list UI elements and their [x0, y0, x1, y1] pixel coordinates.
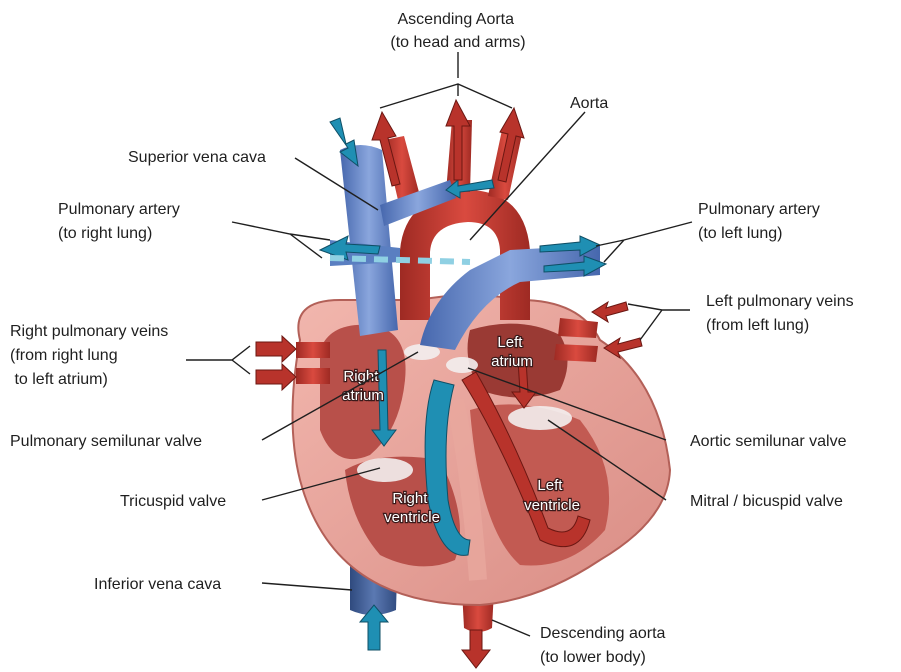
label-mitral-valve: Mitral / bicuspid valve	[690, 493, 843, 510]
label-aorta: Aorta	[570, 95, 608, 112]
leader-ascending-aorta	[380, 52, 512, 108]
label-superior-vena-cava: Superior vena cava	[128, 149, 266, 166]
leader-descending-aorta	[492, 620, 530, 636]
left-pulmonary-vein-upper	[558, 318, 598, 338]
label-pulmonary-artery-left: Pulmonary artery (to left lung)	[698, 201, 824, 242]
right-pulmonary-vein-lower	[296, 368, 330, 384]
label-pulmonary-artery-right: Pulmonary artery (to right lung)	[58, 201, 184, 242]
leader-left-pulmonary-veins	[628, 304, 690, 340]
label-ascending-aorta: Ascending Aorta (to head and arms)	[390, 11, 525, 51]
label-inferior-vena-cava: Inferior vena cava	[94, 576, 221, 593]
right-pulmonary-vein-upper	[296, 342, 330, 358]
leader-aorta	[470, 112, 585, 240]
label-tricuspid-valve: Tricuspid valve	[120, 493, 226, 510]
flow-arrow-rpv-2	[256, 364, 296, 390]
flow-arrow-rpv-1	[256, 336, 296, 362]
leader-inferior-vena-cava	[262, 583, 352, 590]
label-left-pulmonary-veins: Left pulmonary veins (from left lung)	[706, 293, 858, 334]
mitral-valve-shape	[508, 406, 572, 430]
label-descending-aorta: Descending aorta (to lower body)	[540, 625, 670, 666]
flow-arrow-lpv-1	[592, 302, 628, 322]
label-aortic-semilunar-valve: Aortic semilunar valve	[690, 433, 847, 450]
leader-pulmonary-artery-right	[232, 222, 330, 258]
leader-pulmonary-artery-left	[596, 222, 692, 262]
tricuspid-valve-shape	[357, 458, 413, 482]
flow-arrow-desc-out	[462, 630, 490, 668]
label-right-pulmonary-veins: Right pulmonary veins (from right lung t…	[0, 0, 191, 388]
label-pulmonary-semilunar-valve: Pulmonary semilunar valve	[10, 433, 202, 450]
leader-right-pulmonary-veins	[186, 346, 250, 374]
left-pulmonary-vein-lower	[554, 344, 598, 362]
